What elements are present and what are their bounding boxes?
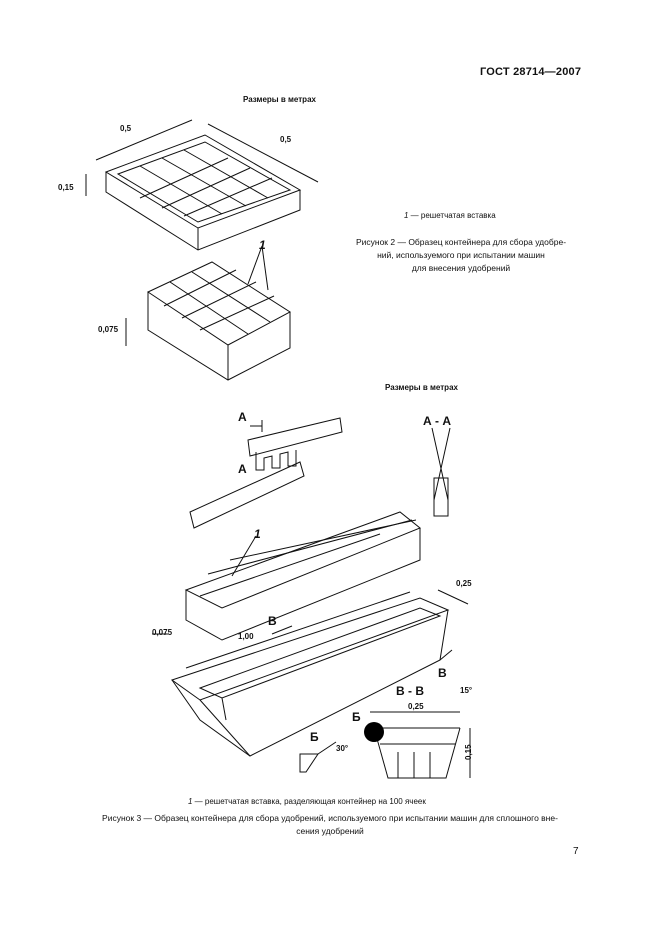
- figure3-units-note: Размеры в метрах: [385, 383, 458, 392]
- figure2-units-note: Размеры в метрах: [243, 95, 316, 104]
- figure2-caption-line: Рисунок 2 — Образец контейнера для сбора…: [355, 237, 567, 247]
- fig2-dim-height: 0,15: [58, 183, 74, 192]
- fig2-dim-insert-height: 0,075: [98, 325, 119, 334]
- fig2-dim-length: 0,5: [120, 124, 132, 133]
- figure3-insert-drawing: [152, 511, 421, 641]
- figure3-legend: 1 — решетчатая вставка, разделяющая конт…: [188, 797, 426, 806]
- fig3-dim-width: 0,25: [456, 579, 472, 588]
- section-a-mark-lower: А: [238, 462, 247, 476]
- fig3-callout-1: 1: [254, 527, 261, 541]
- figure3-tray-drawing: [170, 589, 469, 757]
- section-bb-label: В - В: [396, 684, 424, 698]
- fig3-dim-length: 1,00: [238, 632, 254, 641]
- figure2-box-drawing: [85, 119, 319, 251]
- figure2-legend-number: 1: [404, 211, 409, 220]
- fig3-angle-15: 15°: [460, 686, 473, 695]
- section-b-mark-right: В: [438, 666, 447, 680]
- detail-b-drawing: [299, 741, 337, 773]
- figure3-caption-line: сения удобрений: [296, 826, 364, 836]
- section-aa-drawing: [431, 427, 451, 517]
- fig3-dim-section-width: 0,25: [408, 702, 424, 711]
- figure3-legend-text: — решетчатая вставка, разделяющая контей…: [192, 797, 426, 806]
- figure2-caption-line: для внесения удобрений: [411, 263, 511, 273]
- section-bb-drawing: [364, 711, 471, 779]
- detail-b-mark: Б: [352, 710, 361, 724]
- figure2-legend-text: — решетчатая вставка: [408, 211, 496, 220]
- figure2-legend: 1 — решетчатая вставка: [404, 211, 496, 220]
- detail-b-label: Б: [310, 730, 319, 744]
- figure3-caption-line: Рисунок 3 — Образец контейнера для сбора…: [102, 813, 558, 823]
- section-a-mark: А: [238, 410, 247, 424]
- fig3-dim-section-height: 0,15: [464, 744, 473, 760]
- figure3-legend-number: 1: [188, 797, 193, 806]
- figure3-comb-strips: [189, 417, 343, 529]
- figure2-caption: Рисунок 2 — Образец контейнера для сбора…: [330, 236, 592, 275]
- section-aa-label: А - А: [423, 414, 451, 428]
- figure2-caption-line: ний, используемого при испытании машин: [377, 250, 545, 260]
- section-b-mark: В: [268, 614, 277, 628]
- figure3-caption: Рисунок 3 — Образец контейнера для сбора…: [40, 812, 620, 838]
- fig3-angle-30: 30°: [336, 744, 349, 753]
- page-number: 7: [573, 846, 579, 857]
- document-code: ГОСТ 28714—2007: [480, 66, 582, 78]
- figure2-insert-drawing: [125, 245, 291, 381]
- fig3-dim-insert-height: 0,075: [152, 628, 173, 637]
- fig2-dim-width: 0,5: [280, 135, 292, 144]
- fig2-callout-1: 1: [259, 238, 266, 252]
